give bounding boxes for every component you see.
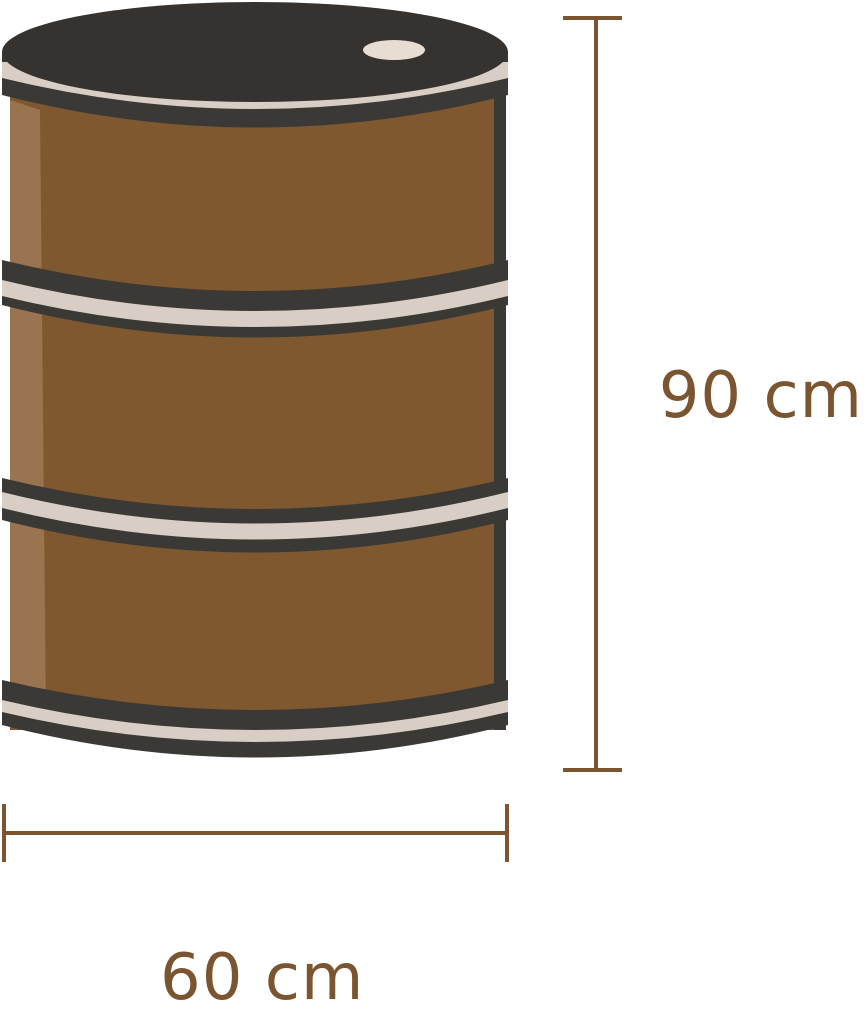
width-dimension-line (2, 804, 509, 862)
width-label: 60 cm (160, 941, 365, 1015)
barrel-top-lid (2, 2, 508, 102)
barrel-band-lower-light (2, 492, 508, 540)
barrel-bung (363, 40, 425, 60)
oil-drum-icon (2, 2, 508, 758)
height-label: 90 cm (658, 359, 863, 433)
barrel-bottom-rim (2, 680, 508, 758)
barrel-highlight (10, 100, 46, 720)
barrel-band-upper-light (2, 280, 508, 327)
barrel-band-lower (2, 478, 508, 553)
barrel-bottom-band (2, 700, 508, 742)
height-dimension-line (563, 16, 622, 772)
barrel-body (10, 70, 496, 730)
barrel-right-edge (494, 80, 506, 730)
